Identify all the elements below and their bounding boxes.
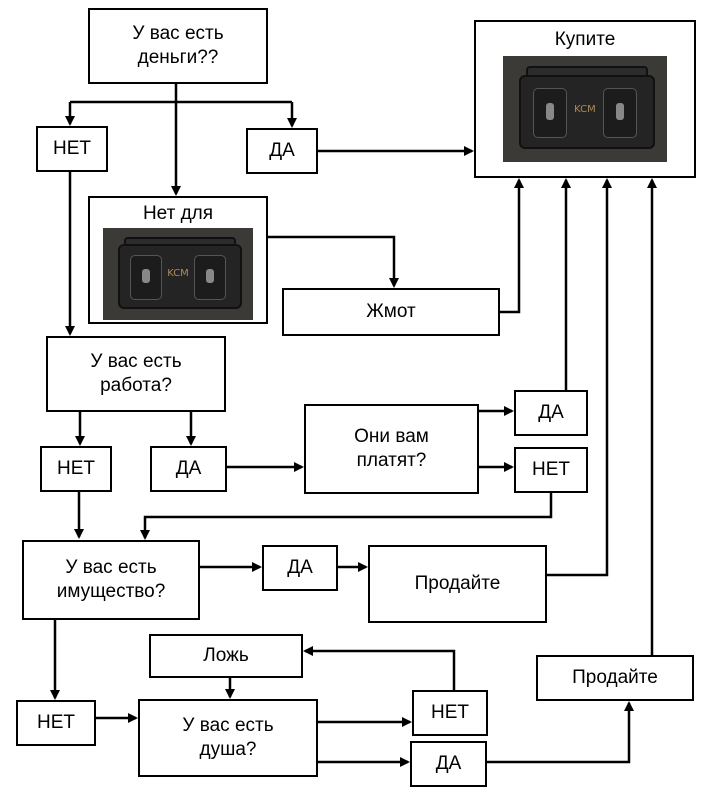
node-yes-5-label: ДА (435, 753, 462, 775)
node-yes-1-label: ДА (269, 140, 295, 162)
node-yes-2: ДА (150, 446, 227, 492)
node-no-3: НЕТ (514, 447, 588, 493)
node-yes-3: ДА (514, 390, 588, 436)
node-sell-2-label: Продайте (572, 667, 658, 689)
node-yes-2-label: ДА (175, 458, 202, 480)
node-not-for: Нет для KCM (88, 196, 268, 324)
node-sell-1-label: Продайте (414, 573, 501, 595)
node-no-2-label: НЕТ (57, 458, 95, 480)
edge-yes5-to-sell2 (487, 701, 634, 764)
edge-miser-to-buy (500, 178, 524, 314)
node-paid-question: Они вам платят? (304, 404, 479, 494)
node-lie-label: Ложь (203, 645, 249, 667)
node-yes-3-label: ДА (538, 402, 564, 424)
buy-case-image: KCM (503, 55, 667, 162)
node-yes-5: ДА (410, 741, 487, 787)
node-yes-4: ДА (262, 545, 338, 591)
node-no-3-label: НЕТ (532, 459, 570, 481)
node-no-1: НЕТ (36, 126, 108, 172)
edge-no5-to-lie (303, 646, 456, 690)
not-for-case-image: KCM (103, 227, 253, 320)
node-property-question: У вас есть имущество? (22, 540, 200, 620)
node-lie: Ложь (149, 634, 303, 678)
node-no-5-label: НЕТ (431, 702, 469, 724)
node-no-2: НЕТ (40, 446, 112, 492)
node-paid-question-label: Они вам платят? (354, 426, 429, 471)
node-no-4-label: НЕТ (37, 712, 75, 734)
node-yes-1: ДА (246, 128, 318, 174)
node-buy: Купите KCM (474, 20, 696, 178)
node-money-question: У вас есть деньги?? (88, 8, 268, 84)
node-miser-label: Жмот (366, 301, 416, 323)
case-logo: KCM (574, 103, 596, 115)
node-property-question-label: У вас есть имущество? (56, 557, 166, 602)
node-soul-question-label: У вас есть душа? (182, 715, 274, 760)
node-job-question: У вас есть работа? (46, 336, 226, 412)
node-sell-1: Продайте (368, 545, 547, 623)
edge-notfor-to-miser (268, 235, 399, 288)
node-no-5: НЕТ (412, 690, 488, 736)
case-logo: KCM (167, 268, 189, 280)
node-no-4: НЕТ (16, 700, 96, 746)
edge-no3-to-property (140, 491, 553, 540)
node-not-for-label: Нет для (142, 203, 214, 224)
edge-sell1-to-buy (547, 178, 612, 577)
node-miser: Жмот (282, 288, 500, 336)
node-job-question-label: У вас есть работа? (90, 351, 182, 396)
node-yes-4-label: ДА (287, 557, 313, 579)
node-sell-2: Продайте (536, 655, 694, 701)
node-money-question-label: У вас есть деньги?? (132, 23, 224, 68)
node-soul-question: У вас есть душа? (138, 699, 318, 777)
node-buy-label: Купите (554, 29, 616, 50)
node-no-1-label: НЕТ (53, 138, 91, 160)
